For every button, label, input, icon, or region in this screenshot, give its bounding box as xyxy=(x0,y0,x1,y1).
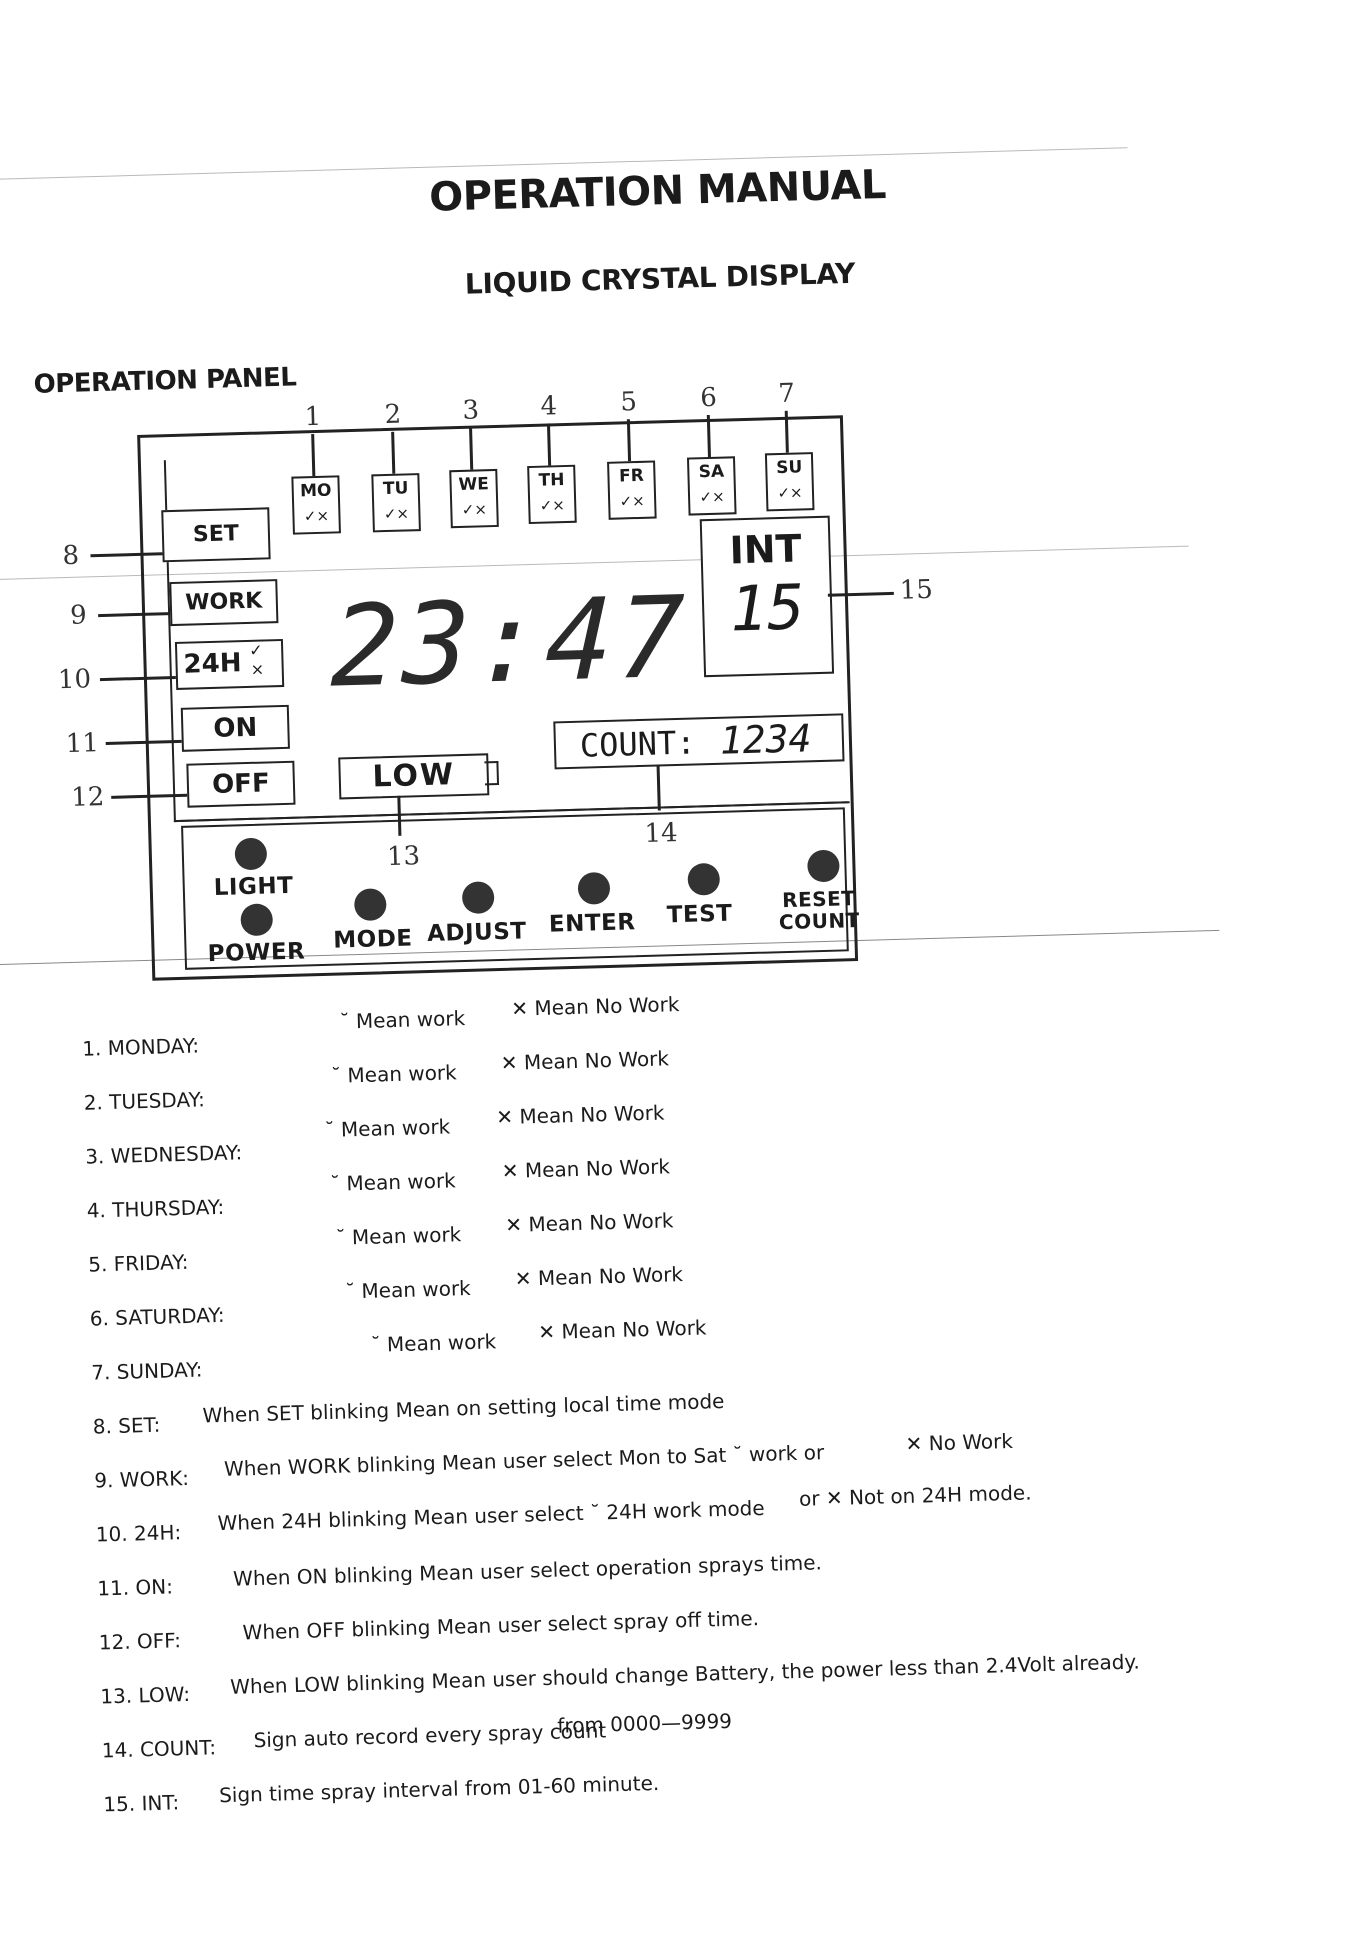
legend-list: 1. MONDAY:˘ Mean work✕ Mean No Work 2. T… xyxy=(81,992,1141,1817)
